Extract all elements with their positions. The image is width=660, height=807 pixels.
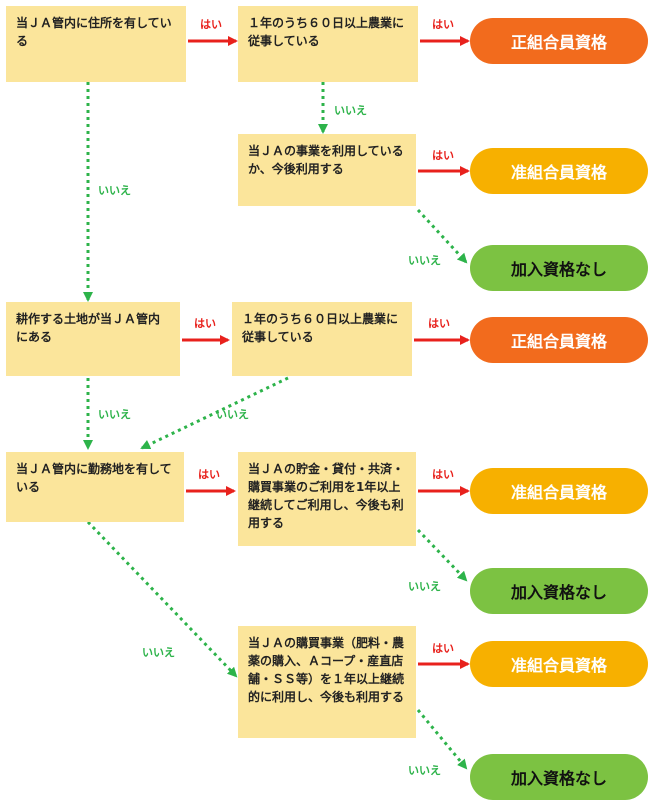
yes-label: はい xyxy=(432,18,454,31)
question-purchasing: 当ＪＡの購買事業（肥料・農薬の購入、Ａコープ・産直店舗・ＳＳ等）を１年以上継続的… xyxy=(238,626,416,738)
result-associate-member: 准組合員資格 xyxy=(470,148,648,194)
question-farming-days-2: １年のうち６０日以上農業に従事している xyxy=(232,302,412,376)
yes-label: はい xyxy=(198,468,220,481)
result-not-eligible-2: 加入資格なし xyxy=(470,568,648,614)
yes-label: はい xyxy=(432,149,454,162)
question-use-services: 当ＪＡの事業を利用しているか、今後利用する xyxy=(238,134,416,206)
no-label: いいえ xyxy=(408,580,441,593)
question-farming-days: １年のうち６０日以上農業に従事している xyxy=(238,6,418,82)
result-regular-member: 正組合員資格 xyxy=(470,18,648,64)
no-label: いいえ xyxy=(98,184,131,197)
result-not-eligible: 加入資格なし xyxy=(470,245,648,291)
no-label: いいえ xyxy=(216,408,249,421)
no-label: いいえ xyxy=(142,646,175,659)
no-arrow-q7 xyxy=(416,528,468,582)
no-arrow-q6 xyxy=(86,520,238,678)
yes-label: はい xyxy=(428,317,450,330)
no-arrow-q8 xyxy=(416,709,468,770)
result-regular-member-2: 正組合員資格 xyxy=(470,317,648,363)
result-not-eligible-3: 加入資格なし xyxy=(470,754,648,800)
question-savings-loans: 当ＪＡの貯金・貸付・共済・購買事業のご利用を1年以上継続してご利用し、今後も利用… xyxy=(238,452,416,546)
no-label: いいえ xyxy=(408,254,441,267)
question-residence: 当ＪＡ管内に住所を有している xyxy=(6,6,186,82)
no-label: いいえ xyxy=(334,104,367,117)
yes-label: はい xyxy=(432,468,454,481)
question-farmland: 耕作する土地が当ＪＡ管内にある xyxy=(6,302,180,376)
result-associate-member-3: 准組合員資格 xyxy=(470,641,648,687)
result-associate-member-2: 准組合員資格 xyxy=(470,468,648,514)
yes-label: はい xyxy=(194,317,216,330)
yes-label: はい xyxy=(200,18,222,31)
no-arrow-q5 xyxy=(140,376,289,450)
question-workplace: 当ＪＡ管内に勤務地を有している xyxy=(6,452,184,522)
no-label: いいえ xyxy=(98,408,131,421)
no-arrow-q3 xyxy=(416,208,468,264)
yes-label: はい xyxy=(432,642,454,655)
no-label: いいえ xyxy=(408,764,441,777)
